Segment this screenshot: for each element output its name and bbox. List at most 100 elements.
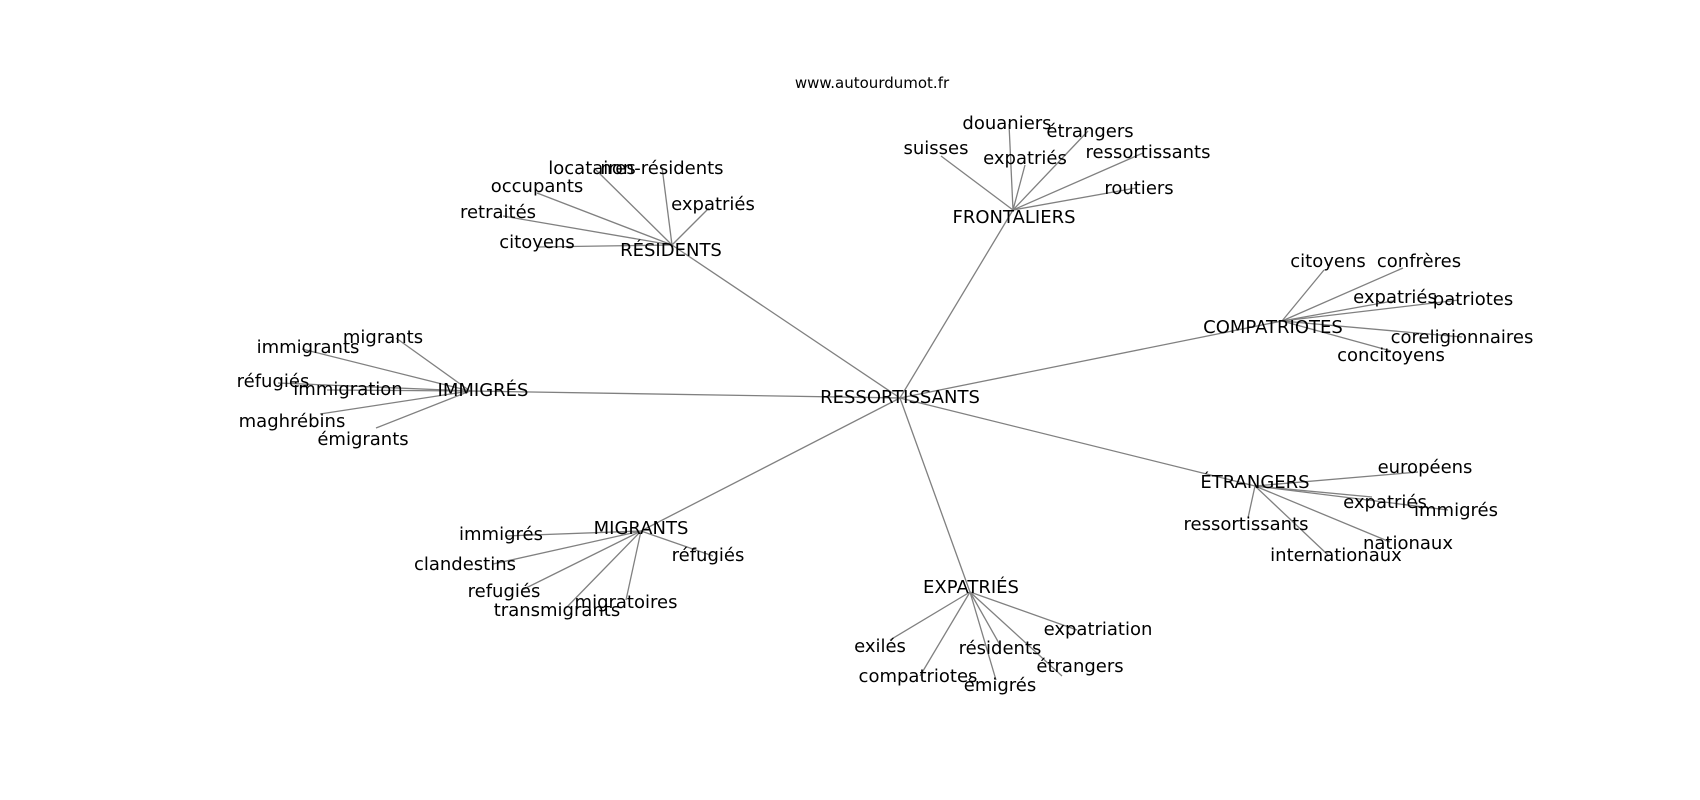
- word-node-label: refugiés: [468, 581, 541, 602]
- edge-frontaliers-0: [1008, 123, 1014, 211]
- edge-immigres-2: [277, 382, 471, 392]
- word-node-label: patriotes: [1433, 289, 1513, 310]
- word-node-label: routiers: [1104, 178, 1173, 199]
- word-node-label: expatriés: [671, 194, 755, 215]
- edge-frontaliers-1: [1012, 130, 1089, 211]
- edge-residents-0: [593, 167, 673, 246]
- word-node-label: internationaux: [1270, 545, 1402, 566]
- edges-layer: [277, 123, 1463, 681]
- edge-migrants-0: [504, 530, 642, 537]
- edge-root-residents: [671, 244, 901, 399]
- edge-etrangers-3: [1247, 485, 1256, 519]
- word-node-label: réfugiés: [672, 545, 745, 566]
- word-node-label: nationaux: [1363, 533, 1453, 554]
- edge-compatriotes-4: [1281, 320, 1463, 338]
- word-node-label: occupants: [491, 176, 584, 197]
- edge-migrants-1: [492, 530, 642, 565]
- hub-node-label-etrangers: ÉTRANGERS: [1200, 471, 1309, 493]
- word-node-label: émigrants: [317, 429, 408, 450]
- edge-expatries-0: [969, 591, 1078, 631]
- edge-expatries-4: [919, 591, 971, 677]
- edge-root-migrants: [640, 397, 901, 532]
- word-node-label: non-résidents: [600, 158, 723, 179]
- word-node-label: émigrés: [964, 675, 1037, 696]
- edge-root-immigres: [469, 390, 901, 399]
- hub-node-label-compatriotes: COMPATRIOTES: [1203, 317, 1343, 338]
- word-node-label: retraités: [460, 202, 536, 223]
- root-node-label: RESSORTISSANTS: [820, 387, 980, 408]
- edge-compatriotes-0: [1281, 269, 1325, 322]
- word-node-label: ressortissants: [1086, 142, 1211, 163]
- edge-expatries-3: [969, 591, 1063, 677]
- edge-expatries-5: [969, 591, 997, 681]
- edge-frontaliers-4: [1012, 152, 1144, 211]
- word-node-label: suisses: [904, 138, 969, 159]
- word-node-label: clandestins: [414, 554, 516, 575]
- word-node-label: expatriés: [983, 148, 1067, 169]
- edge-migrants-2: [640, 530, 714, 557]
- edge-etrangers-5: [1254, 485, 1329, 556]
- edge-residents-5: [536, 244, 673, 248]
- edge-immigres-0: [395, 337, 471, 392]
- word-node-label: immigrés: [1414, 500, 1498, 521]
- word-node-label: concitoyens: [1337, 345, 1445, 366]
- word-node-label: immigration: [293, 379, 402, 400]
- edge-migrants-5: [565, 530, 642, 609]
- edge-etrangers-4: [1254, 485, 1391, 543]
- word-node-label: migrants: [343, 327, 423, 348]
- edge-root-frontaliers: [899, 209, 1014, 399]
- word-node-label: immigrants: [257, 337, 360, 358]
- edge-root-etrangers: [899, 397, 1256, 487]
- word-node-label: résidents: [959, 638, 1042, 659]
- edge-compatriotes-3: [1281, 299, 1460, 322]
- edge-compatriotes-2: [1281, 300, 1394, 322]
- edge-residents-2: [536, 192, 673, 246]
- word-node-label: transmigrants: [494, 600, 621, 621]
- word-node-label: expatriation: [1044, 619, 1153, 640]
- word-node-label: européens: [1378, 457, 1473, 478]
- word-node-label: douaniers: [962, 113, 1051, 134]
- edge-residents-3: [671, 207, 710, 246]
- edge-residents-1: [661, 166, 673, 246]
- word-node-label: expatriés: [1353, 287, 1437, 308]
- edge-migrants-3: [521, 530, 642, 591]
- edge-compatriotes-5: [1281, 320, 1392, 352]
- edge-frontaliers-2: [940, 155, 1014, 211]
- word-node-label: maghrébins: [239, 411, 346, 432]
- edge-frontaliers-5: [1012, 187, 1137, 211]
- edge-frontaliers-3: [1012, 164, 1026, 211]
- edge-residents-4: [502, 215, 673, 246]
- word-node-label: immigrés: [459, 524, 543, 545]
- word-node-label: citoyens: [499, 232, 574, 253]
- word-node-label: coreligionnaires: [1391, 327, 1534, 348]
- hub-node-label-frontaliers: FRONTALIERS: [952, 207, 1075, 228]
- word-node-label: réfugiés: [237, 371, 310, 392]
- edge-compatriotes-1: [1281, 267, 1404, 322]
- word-node-label: migratoires: [575, 592, 678, 613]
- word-node-label: étrangers: [1046, 121, 1133, 142]
- edge-migrants-4: [625, 530, 642, 601]
- edge-immigres-3: [326, 389, 471, 392]
- hub-node-label-immigres: IMMIGRÉS: [438, 379, 529, 401]
- word-node-label: citoyens: [1290, 251, 1365, 272]
- edge-etrangers-0: [1254, 471, 1419, 487]
- source-label: www.autourdumot.fr: [795, 74, 950, 92]
- word-node-label: étrangers: [1036, 656, 1123, 677]
- word-node-label: locataires: [548, 158, 636, 179]
- edge-root-expatries: [899, 397, 971, 593]
- word-node-label: compatriotes: [859, 666, 978, 687]
- edge-etrangers-2: [1254, 485, 1449, 511]
- hub-node-label-residents: RÉSIDENTS: [620, 239, 722, 261]
- word-node-label: confrères: [1377, 251, 1461, 272]
- edge-expatries-2: [969, 591, 1001, 646]
- word-node-label: expatriés: [1343, 492, 1427, 513]
- edge-immigres-1: [301, 348, 471, 392]
- hub-node-label-expatries: EXPATRIÉS: [923, 576, 1019, 598]
- word-node-label: ressortissants: [1184, 514, 1309, 535]
- edge-expatries-1: [889, 591, 971, 641]
- word-node-label: exilés: [854, 636, 906, 657]
- hub-node-label-migrants: MIGRANTS: [594, 518, 689, 539]
- labels-layer: RESSORTISSANTS RÉSIDENTS locatairesnon-rés…: [237, 113, 1534, 696]
- edge-immigres-5: [375, 390, 471, 429]
